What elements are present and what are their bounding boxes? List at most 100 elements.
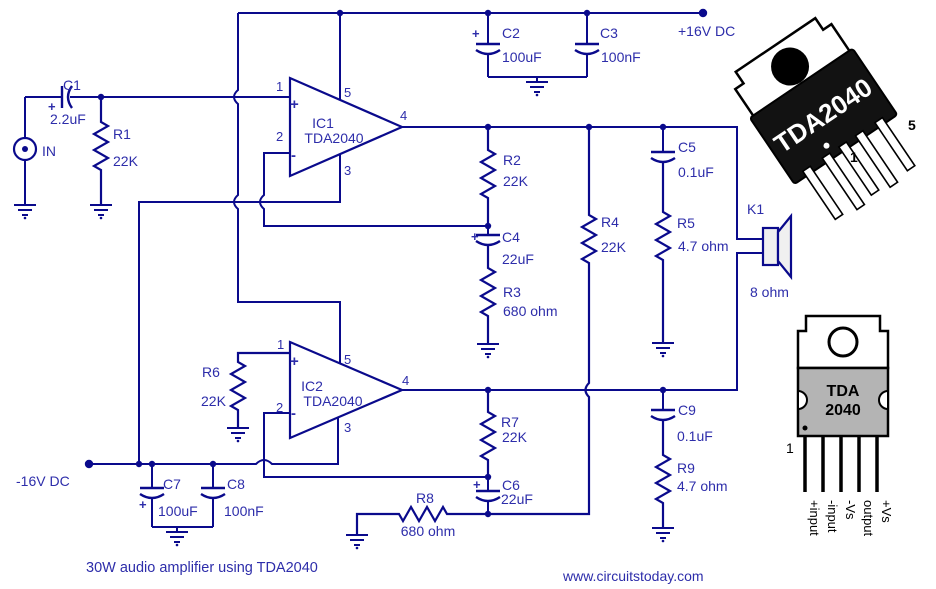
r8-resistor (355, 504, 488, 535)
junction-dot (148, 460, 156, 468)
junction-dot (484, 386, 492, 394)
c7-plus-sign: + (139, 497, 147, 512)
r9-resistor (653, 421, 673, 528)
package-leg (837, 140, 880, 197)
ic2-part: TDA2040 (303, 393, 362, 409)
c2-capacitor (475, 42, 501, 56)
input-source (12, 136, 38, 162)
c5-capacitor (650, 150, 676, 164)
ic2-pin5-number: 5 (344, 352, 351, 367)
c7-value: 100uF (158, 503, 198, 519)
c8-value: 100nF (224, 503, 264, 519)
junction-dot (336, 9, 344, 17)
pinout-pin-name-1: +input (807, 500, 822, 536)
pinout-body (796, 366, 890, 438)
junction-dot (659, 123, 667, 131)
junction-dot (484, 510, 492, 518)
r2-value: 22K (503, 173, 529, 189)
r3-ref: R3 (503, 284, 521, 300)
package-pin1-label: 1 (850, 149, 858, 165)
pinout-marking-line2: 2040 (825, 402, 861, 419)
ic1-part: TDA2040 (304, 130, 363, 146)
pinout-right-notch (878, 389, 889, 411)
ic1-pin3-number: 3 (344, 163, 351, 178)
negative-supply-label: -16V DC (16, 473, 70, 489)
c5-value: 0.1uF (678, 164, 714, 180)
r2-ref: R2 (503, 152, 521, 168)
pinout-pin-name-4: output (861, 500, 876, 537)
pinout-pin1-label: 1 (786, 440, 794, 456)
ic2-plus-input-sign: + (290, 353, 299, 370)
c4-capacitor (475, 233, 501, 247)
pinout-pin1-dot (802, 425, 808, 431)
wire-ic2-vs (233, 13, 341, 363)
ic1-plus-input-sign: + (290, 96, 299, 113)
package-pin5-label: 5 (908, 117, 916, 133)
wire-ic1-negative-supply (138, 154, 341, 464)
c8-ref: C8 (227, 476, 245, 492)
r6-resistor (228, 351, 290, 428)
caption-title: 30W audio amplifier using TDA2040 (86, 560, 318, 576)
tda2040-3d-image: TDA2040 1 5 (733, 16, 916, 221)
r1-ref: R1 (113, 126, 131, 142)
capacitors (60, 42, 676, 503)
package-leg (801, 165, 844, 221)
tda2040-pinout: TDA 2040 1 +input -input -Vs output +Vs (786, 314, 894, 537)
schematic-labels: C1 + 2.2uF IN R1 22K 1 2 5 3 4 + - IC1 T… (16, 23, 789, 584)
pinout-marking-line1: TDA (827, 383, 860, 400)
c1-value: 2.2uF (50, 111, 86, 127)
junction-dot (484, 222, 492, 230)
r4-value: 22K (601, 239, 627, 255)
caption-website: www.circuitstoday.com (562, 568, 704, 584)
ic1-pin1-number: 1 (276, 79, 283, 94)
r9-value: 4.7 ohm (677, 478, 728, 494)
ic2-opamp (288, 340, 405, 440)
positive-terminal-dot (698, 8, 708, 18)
wiring (24, 12, 763, 532)
c2-value: 100uF (502, 49, 542, 65)
package-leg (873, 116, 916, 172)
k1-ref: K1 (747, 201, 764, 217)
c1-capacitor (60, 85, 73, 109)
ic2-pin1-number: 1 (277, 337, 284, 352)
pinout-pin-name-5: +Vs (879, 500, 894, 523)
r1-value: 22K (113, 153, 139, 169)
junction-dot (484, 9, 492, 17)
pinout-pin-name-3: -Vs (843, 500, 858, 520)
r1-resistor (91, 97, 111, 205)
ic2-ref: IC2 (301, 378, 323, 394)
r2-resistor (478, 127, 498, 226)
speaker-k1 (761, 212, 793, 281)
junction-dot (659, 386, 667, 394)
junction-dot (585, 123, 593, 131)
ic1-ref: IC1 (312, 115, 334, 131)
c7-ref: C7 (163, 476, 181, 492)
wire-ic2-output (402, 252, 763, 391)
r3-resistor (478, 246, 498, 344)
ic2-pin4-number: 4 (402, 373, 409, 388)
r5-value: 4.7 ohm (678, 238, 729, 254)
input-jack-pin (22, 146, 28, 152)
r6-value: 22K (201, 393, 227, 409)
wire-ic2-feedback (263, 412, 488, 478)
junction-dots (84, 8, 708, 518)
c6-capacitor (475, 489, 501, 503)
r7-value: 22K (502, 429, 528, 445)
r3-value: 680 ohm (503, 303, 557, 319)
ic2-minus-input-sign: - (291, 405, 296, 422)
c2-plus-sign: + (472, 26, 480, 41)
c7-capacitor (139, 486, 165, 500)
ic1-pin2-number: 2 (276, 129, 283, 144)
r7-ref: R7 (501, 414, 519, 430)
junction-dot (209, 460, 217, 468)
package-tab-hole (771, 47, 810, 86)
ic2-pin3-number: 3 (344, 420, 351, 435)
r4-ref: R4 (601, 214, 619, 230)
input-label: IN (42, 143, 56, 159)
r7-resistor (478, 390, 498, 477)
c6-plus-sign: + (473, 477, 481, 492)
c4-ref: C4 (502, 229, 520, 245)
package-pin1-dot (823, 142, 830, 149)
c3-capacitor (574, 42, 600, 56)
